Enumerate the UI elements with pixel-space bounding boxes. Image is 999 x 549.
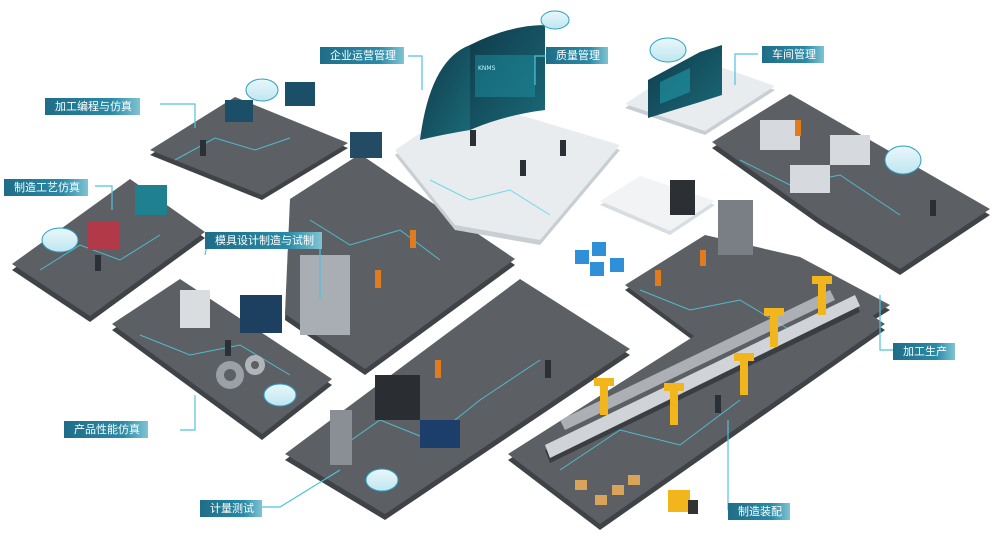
screen-brand: KNMS	[478, 65, 496, 72]
monitor-screen	[350, 132, 382, 158]
curved-dashboard-wall: KNMS	[420, 25, 545, 140]
leader-lines	[95, 53, 893, 510]
monitor-screen	[285, 82, 315, 106]
label-quality: 质量管理	[546, 47, 608, 64]
monitor-screen	[240, 295, 282, 333]
cnc-machine	[760, 120, 800, 150]
label-workshop: 车间管理	[762, 46, 824, 63]
machine-cabinet	[375, 375, 420, 420]
gear-icon	[216, 355, 265, 389]
cnc-machine	[830, 135, 870, 165]
cloud-icon	[41, 10, 922, 492]
monitor-screen	[88, 222, 120, 250]
monitor-screen	[180, 290, 210, 328]
worker-figures	[95, 120, 936, 413]
forklift	[668, 490, 698, 514]
monitor-screen	[225, 100, 253, 122]
cnc-machine	[790, 165, 830, 193]
machine-cabinet	[330, 410, 352, 465]
label-measurement: 计量测试	[200, 500, 262, 517]
platform-quality-center	[600, 176, 715, 235]
press-machine	[300, 255, 350, 335]
assembly-conveyor	[545, 290, 860, 463]
label-process-simulation: 制造工艺仿真	[4, 179, 88, 196]
platform-machining-programming	[150, 97, 348, 200]
data-blocks	[575, 242, 624, 276]
cargo-boxes	[575, 475, 640, 505]
server-rack	[670, 180, 695, 215]
robot-arms	[594, 276, 832, 425]
label-product-performance: 产品性能仿真	[64, 421, 148, 438]
platform-measurement	[285, 279, 630, 520]
machine-cabinet	[718, 200, 753, 255]
label-machining-production: 加工生产	[893, 343, 955, 360]
monitor-screen	[135, 185, 167, 215]
label-assembly: 制造装配	[728, 503, 790, 520]
label-enterprise-ops: 企业运营管理	[320, 47, 404, 64]
monitor-screen	[420, 420, 460, 448]
workshop-wall-screens	[648, 45, 722, 118]
label-machining-programming: 加工编程与仿真	[45, 98, 140, 115]
label-mold-design: 模具设计制造与试制	[205, 232, 322, 249]
